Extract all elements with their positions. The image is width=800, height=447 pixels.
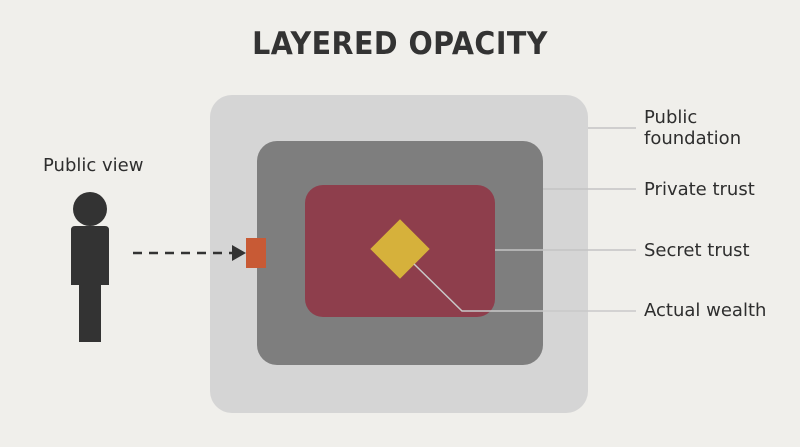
public-view-label: Public view: [43, 155, 144, 176]
leader-actual-wealth: [413, 263, 636, 312]
actual-wealth-label: Actual wealth: [644, 300, 767, 321]
secret-trust-label: Secret trust: [644, 240, 750, 261]
entry-gate: [246, 238, 266, 268]
person-icon: [71, 192, 109, 342]
diagram-title: LAYERED OPACITY: [252, 26, 548, 62]
private-trust-label: Private trust: [644, 179, 755, 200]
public-foundation-label: Public foundation: [644, 107, 742, 149]
view-arrow-head: [232, 245, 246, 261]
